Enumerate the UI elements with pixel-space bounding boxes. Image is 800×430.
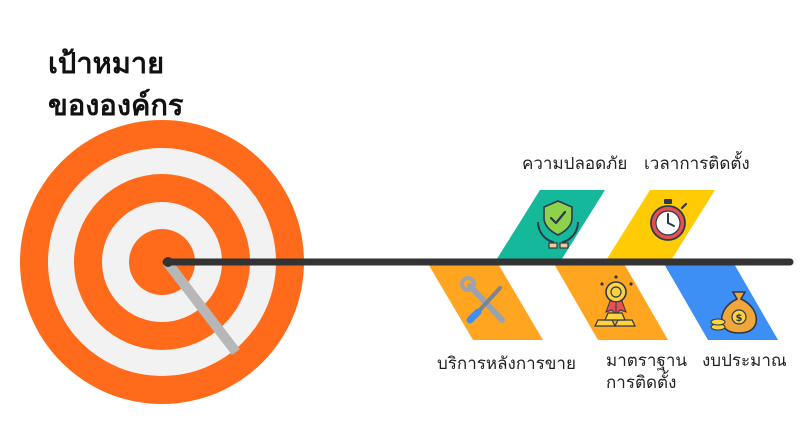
arrow-tip	[163, 257, 173, 267]
wrench-screwdriver-icon	[460, 276, 505, 324]
svg-text:$: $	[736, 313, 743, 324]
title-line-1: เป้าหมาย	[48, 46, 165, 80]
diagram-title: เป้าหมาย ขององค์กร	[48, 42, 248, 126]
label-budget: งบประมาณ	[702, 351, 787, 371]
label-standard-line-2: การติดตั้ง	[606, 373, 677, 393]
label-standard: มาตราฐาน การติดตั้ง	[606, 350, 688, 394]
shield-hands-icon	[537, 200, 579, 249]
gold-medal-icon	[594, 275, 636, 327]
stopwatch-icon	[650, 199, 688, 241]
money-bag-icon: $	[710, 291, 758, 334]
label-service: บริการหลังการขาย	[437, 354, 576, 374]
label-time: เวลาการติดตั้ง	[644, 154, 750, 174]
label-safety: ความปลอดภัย	[522, 154, 628, 174]
title-line-2: ขององค์กร	[48, 88, 184, 122]
label-standard-line-1: มาตราฐาน	[606, 351, 688, 371]
arrow-shaft	[163, 258, 240, 356]
target-icon	[20, 120, 304, 404]
